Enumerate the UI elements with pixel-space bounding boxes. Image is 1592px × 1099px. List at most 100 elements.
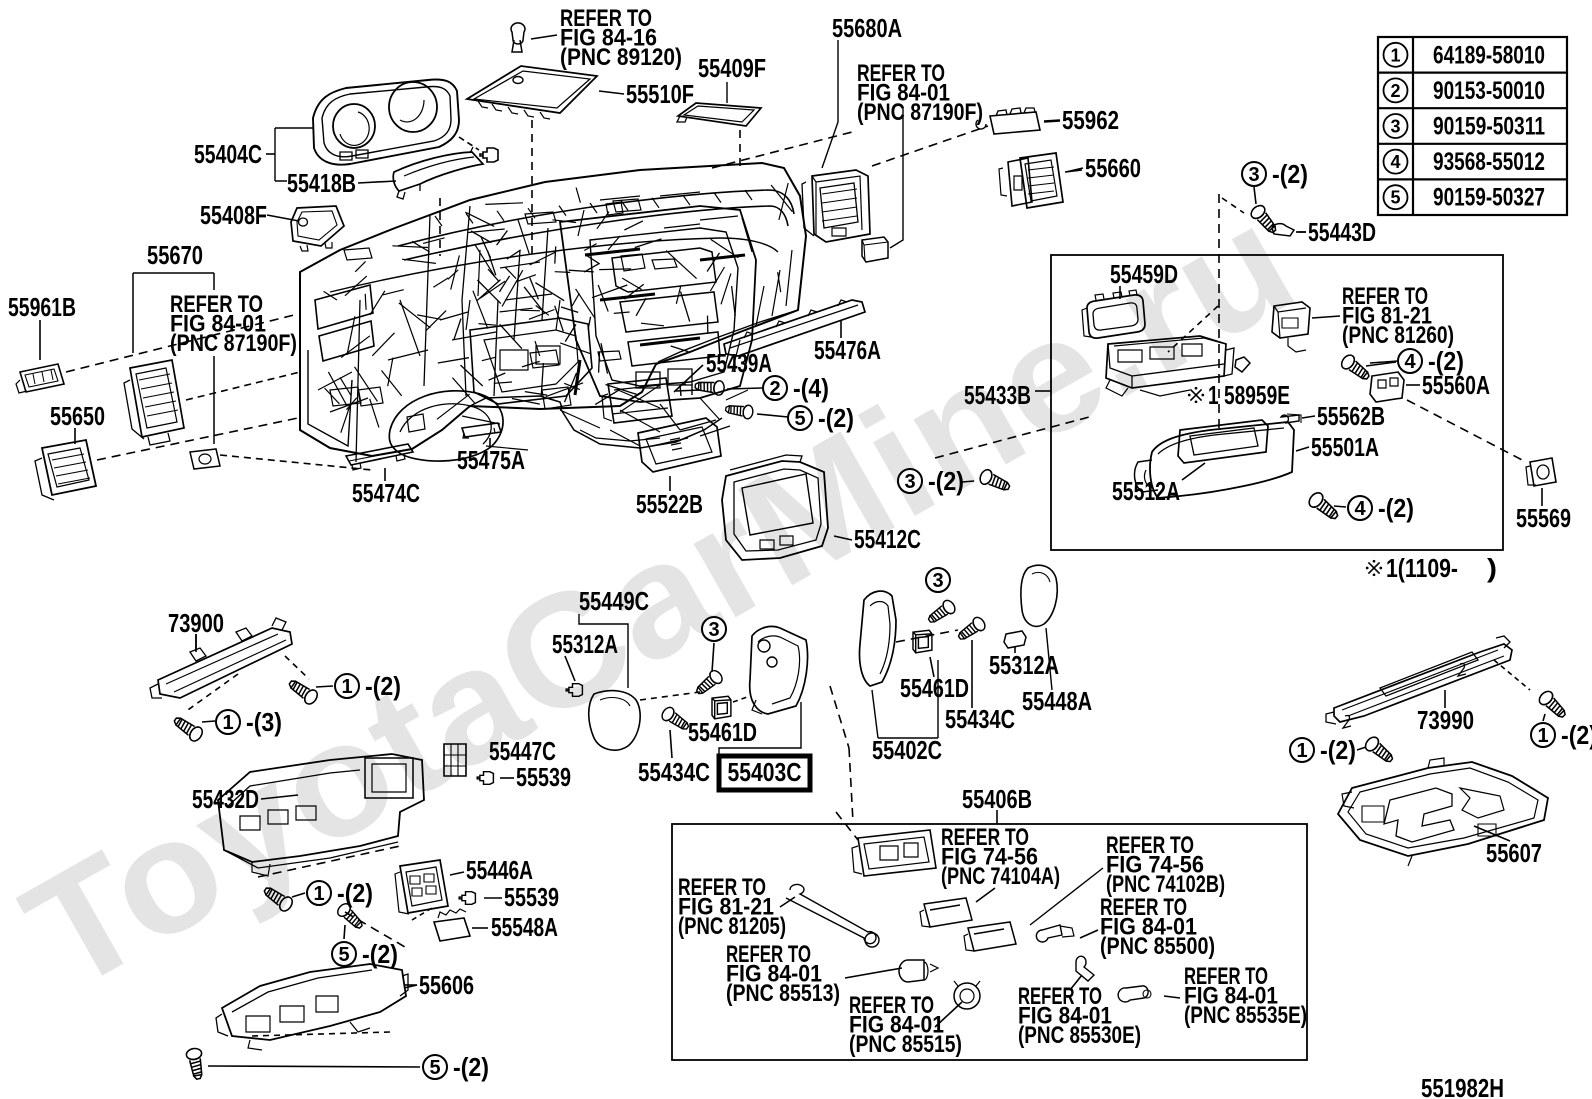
svg-text:55680A: 55680A (832, 13, 902, 43)
svg-text:FIG 84-16: FIG 84-16 (560, 25, 657, 52)
svg-text:55548A: 55548A (491, 912, 558, 942)
svg-text:55404C: 55404C (194, 139, 262, 169)
svg-text:55408F: 55408F (200, 200, 267, 230)
svg-text:55522B: 55522B (636, 489, 703, 519)
svg-text:73900: 73900 (168, 608, 224, 638)
svg-text:(PNC 85500): (PNC 85500) (1100, 933, 1215, 960)
svg-text:55409F: 55409F (698, 53, 766, 83)
svg-text:-(2): -(2) (365, 671, 401, 701)
svg-text:FIG 84-01: FIG 84-01 (1184, 983, 1278, 1010)
svg-text:3: 3 (1248, 164, 1259, 186)
svg-text:REFER TO: REFER TO (560, 5, 652, 32)
svg-text:-(2): -(2) (818, 403, 854, 433)
svg-text:-(2): -(2) (362, 939, 398, 969)
svg-text:55670: 55670 (147, 240, 203, 270)
svg-text:64189-58010: 64189-58010 (1433, 41, 1545, 69)
svg-text:3: 3 (708, 619, 719, 641)
svg-text:1(1109-: 1(1109- (1386, 553, 1458, 583)
svg-text:FIG 84-01: FIG 84-01 (1100, 914, 1197, 941)
svg-text:(PNC 85535E): (PNC 85535E) (1184, 1002, 1307, 1029)
svg-text:-(3): -(3) (246, 707, 282, 737)
svg-text:5: 5 (1390, 188, 1400, 208)
svg-text:55562B: 55562B (1317, 401, 1385, 431)
svg-text:3: 3 (904, 471, 915, 493)
svg-text:55418B: 55418B (287, 168, 356, 198)
svg-text:1: 1 (222, 712, 233, 734)
svg-text:(PNC 74102B): (PNC 74102B) (1106, 871, 1225, 898)
svg-text:1: 1 (1296, 740, 1307, 762)
svg-text:REFER TO: REFER TO (1106, 832, 1194, 859)
svg-text:55433B: 55433B (964, 380, 1031, 410)
svg-text:55403C: 55403C (728, 757, 802, 787)
svg-text:-(2): -(2) (1320, 735, 1356, 765)
svg-text:55476A: 55476A (814, 335, 881, 365)
svg-text:(PNC 81260): (PNC 81260) (1342, 322, 1454, 349)
svg-text:(PNC 85530E): (PNC 85530E) (1018, 1022, 1141, 1049)
svg-text:1: 1 (341, 676, 352, 698)
svg-text:55448A: 55448A (1022, 686, 1092, 716)
svg-text:REFER TO: REFER TO (678, 874, 766, 901)
svg-text:-(2): -(2) (1561, 720, 1592, 750)
svg-text:REFER TO: REFER TO (1100, 894, 1187, 921)
svg-text:55461D: 55461D (900, 673, 969, 703)
svg-text:REFER TO: REFER TO (1184, 963, 1268, 990)
svg-text:55446A: 55446A (466, 855, 533, 885)
svg-text:-(4): -(4) (793, 373, 829, 403)
svg-text:93568-55012: 93568-55012 (1433, 148, 1545, 176)
svg-text:FIG 74-56: FIG 74-56 (941, 844, 1038, 871)
svg-text:2: 2 (769, 378, 780, 400)
svg-text:55961B: 55961B (8, 292, 76, 322)
svg-text:55434C: 55434C (638, 757, 710, 787)
svg-text:55402C: 55402C (872, 735, 942, 765)
svg-text:1: 1 (1537, 725, 1548, 747)
svg-text:REFER TO: REFER TO (1018, 983, 1102, 1010)
svg-text:(PNC 85515): (PNC 85515) (849, 1031, 962, 1058)
svg-text:90159-50327: 90159-50327 (1433, 184, 1545, 212)
svg-text:55412C: 55412C (854, 524, 921, 554)
svg-text:55406B: 55406B (962, 784, 1032, 814)
svg-text:-(2): -(2) (1428, 346, 1464, 376)
svg-text:55312A: 55312A (552, 629, 618, 659)
svg-text:FIG 81-21: FIG 81-21 (678, 894, 774, 921)
svg-text:FIG 84-01: FIG 84-01 (849, 1012, 944, 1039)
svg-text:90159-50311: 90159-50311 (1433, 113, 1545, 141)
svg-text:1: 1 (1390, 45, 1400, 65)
svg-text:5: 5 (429, 1057, 440, 1079)
svg-text:4: 4 (1404, 351, 1416, 373)
svg-text:REFER TO: REFER TO (941, 824, 1029, 851)
svg-text:-(2): -(2) (1378, 493, 1414, 523)
svg-text:55606: 55606 (419, 970, 474, 1000)
svg-text:4: 4 (1390, 152, 1400, 172)
svg-text:55510F: 55510F (626, 79, 694, 109)
svg-text:1 58959E: 1 58959E (1208, 380, 1290, 410)
svg-text:REFER TO: REFER TO (726, 941, 811, 968)
svg-text:(PNC 87190F): (PNC 87190F) (170, 330, 297, 357)
svg-text:REFER TO: REFER TO (170, 291, 263, 318)
svg-text:-(2): -(2) (337, 878, 373, 908)
svg-text:REFER TO: REFER TO (1342, 283, 1428, 310)
svg-text:55432D: 55432D (192, 784, 259, 814)
svg-text:55475A: 55475A (457, 445, 525, 475)
svg-text:55461D: 55461D (688, 717, 757, 747)
svg-text:55434C: 55434C (945, 704, 1015, 734)
svg-text:55501A: 55501A (1311, 432, 1379, 462)
svg-text:73990: 73990 (1417, 705, 1474, 735)
svg-text:55539: 55539 (516, 762, 571, 792)
svg-text:3: 3 (1390, 117, 1400, 137)
svg-text:(PNC 74104A): (PNC 74104A) (941, 863, 1060, 890)
svg-text:-(2): -(2) (1272, 159, 1308, 189)
svg-text:55962: 55962 (1062, 105, 1119, 135)
svg-text:551982H: 551982H (1421, 1073, 1504, 1099)
svg-text:1: 1 (313, 883, 324, 905)
svg-text:FIG 81-21: FIG 81-21 (1342, 303, 1432, 330)
svg-text:(PNC 87190F): (PNC 87190F) (857, 99, 983, 126)
svg-text:55560A: 55560A (1422, 370, 1490, 400)
svg-text:(PNC 81205): (PNC 81205) (678, 913, 786, 940)
svg-text:90153-50010: 90153-50010 (1433, 77, 1545, 105)
svg-text:(PNC 85513): (PNC 85513) (726, 980, 840, 1007)
svg-text:2: 2 (1390, 81, 1400, 101)
svg-text:REFER TO: REFER TO (849, 992, 934, 1019)
svg-text:REFER TO: REFER TO (857, 60, 945, 87)
svg-text:55449C: 55449C (579, 586, 649, 616)
svg-text:-(2): -(2) (453, 1052, 489, 1082)
